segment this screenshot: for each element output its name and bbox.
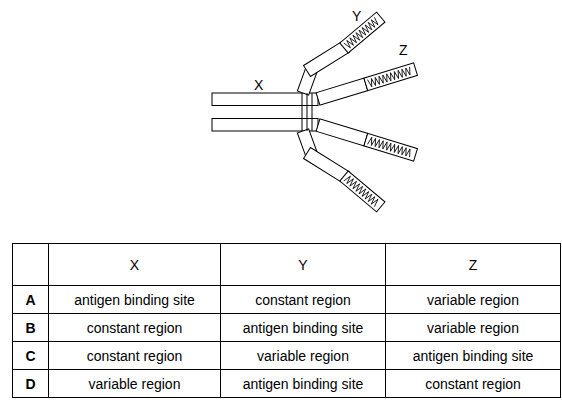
option-row: Dvariable region antigen binding site cons… <box>13 370 561 398</box>
table-text: antigen binding site <box>243 376 364 392</box>
table-cell: variable region <box>221 342 386 370</box>
table-text: Z <box>469 257 478 273</box>
table-cell: D <box>13 370 49 398</box>
option-row: Aantigen binding site constant region vari… <box>13 286 561 314</box>
table-cell: constant region <box>49 314 221 342</box>
table-text: antigen binding site <box>243 320 364 336</box>
callout-letter: Z <box>399 42 408 58</box>
table-text: constant region <box>255 292 351 308</box>
table-text: variable region <box>427 320 519 336</box>
disulfide-bond <box>302 93 303 131</box>
antibody-top-half <box>212 12 417 105</box>
table-text: variable region <box>427 292 519 308</box>
table-text: X <box>130 257 139 273</box>
table-cell: Z <box>386 244 561 286</box>
header-row: X Y Z <box>13 244 561 286</box>
table-text: C <box>25 348 35 364</box>
table-cell: constant region <box>221 286 386 314</box>
option-row: Cconstant region variable region antigen b… <box>13 342 561 370</box>
table-cell: variable region <box>49 370 221 398</box>
table-text: A <box>25 292 35 308</box>
table-cell: antigen binding site <box>49 286 221 314</box>
table-cell: B <box>13 314 49 342</box>
table-cell: X <box>49 244 221 286</box>
table-cell: constant region <box>49 342 221 370</box>
disulfide-bond <box>312 93 313 131</box>
table-cell: variable region <box>386 314 561 342</box>
table-text: variable region <box>89 376 181 392</box>
answer-table: X Y Z Aantigen binding site constant region v… <box>12 243 561 398</box>
table-cell <box>13 244 49 286</box>
table-text: D <box>25 376 35 392</box>
antibody-bottom-half <box>212 119 417 212</box>
table-cell: antigen binding site <box>221 314 386 342</box>
callout-letter: X <box>254 77 263 93</box>
table-text: Y <box>298 257 307 273</box>
table-text: antigen binding site <box>74 292 195 308</box>
table-cell: variable region <box>386 286 561 314</box>
table-text: antigen binding site <box>413 348 534 364</box>
table-text: variable region <box>257 348 349 364</box>
table-cell: constant region <box>386 370 561 398</box>
table-text: constant region <box>87 348 183 364</box>
table-cell: antigen binding site <box>221 370 386 398</box>
table-text: constant region <box>87 320 183 336</box>
table-cell: C <box>13 342 49 370</box>
disulfide-bond <box>307 93 308 131</box>
table-cell: A <box>13 286 49 314</box>
table-cell: Y <box>221 244 386 286</box>
table-text: B <box>25 320 35 336</box>
table-text: constant region <box>425 376 521 392</box>
table-cell: antigen binding site <box>386 342 561 370</box>
option-row: Bconstant region antigen binding site vari… <box>13 314 561 342</box>
callout-letter: Y <box>352 8 361 24</box>
